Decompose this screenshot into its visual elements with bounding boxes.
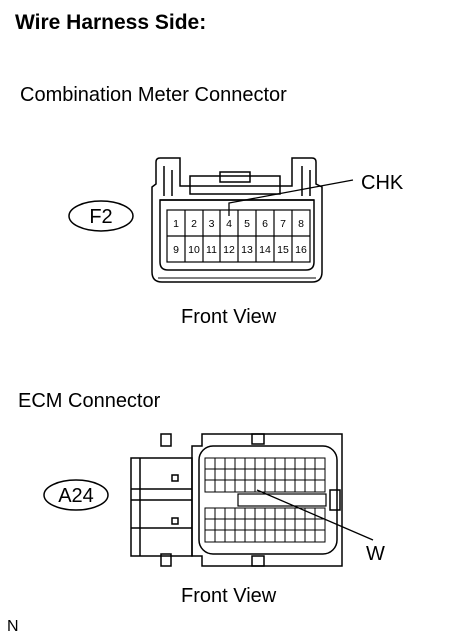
pin-2: 2 xyxy=(191,218,197,230)
f2-id-label: F2 xyxy=(89,206,112,228)
f2-terminal-grid xyxy=(166,209,311,263)
figure-code: N xyxy=(7,618,19,635)
w-callout: W xyxy=(256,489,385,565)
combination-meter-connector xyxy=(151,157,323,283)
diagram-heading: Wire Harness Side: xyxy=(15,11,207,34)
pin-3: 3 xyxy=(209,218,215,230)
pin-14: 14 xyxy=(259,244,271,256)
pin-4: 4 xyxy=(226,218,232,230)
pin-12: 12 xyxy=(223,244,235,256)
pin-11: 11 xyxy=(206,244,217,256)
ecm-front-view-label: Front View xyxy=(181,585,277,607)
a24-id-label: A24 xyxy=(58,485,94,507)
pin-7: 7 xyxy=(280,218,286,230)
combination-meter-front-view-label: Front View xyxy=(181,306,277,328)
pin-15: 15 xyxy=(277,244,289,256)
pin-5: 5 xyxy=(244,218,250,230)
f2-connector-id: F2 xyxy=(68,200,134,232)
chk-label: CHK xyxy=(361,172,404,194)
ecm-connector xyxy=(130,433,343,567)
pin-6: 6 xyxy=(262,218,268,230)
chk-callout: CHK xyxy=(228,172,404,216)
a24-terminal-grid xyxy=(204,457,327,543)
pin-8: 8 xyxy=(298,218,304,230)
pin-1: 1 xyxy=(173,218,179,230)
combination-meter-connector-title: Combination Meter Connector xyxy=(20,84,287,106)
pin-9: 9 xyxy=(173,244,179,256)
pin-10: 10 xyxy=(188,244,200,256)
pin-13: 13 xyxy=(241,244,253,256)
f2-pin-numbers: 1 2 3 4 5 6 7 8 9 10 11 12 13 14 15 16 xyxy=(173,218,307,256)
a24-connector-id: A24 xyxy=(43,479,109,511)
pin-16: 16 xyxy=(295,244,307,256)
w-label: W xyxy=(366,543,385,565)
ecm-connector-title: ECM Connector xyxy=(18,390,161,412)
